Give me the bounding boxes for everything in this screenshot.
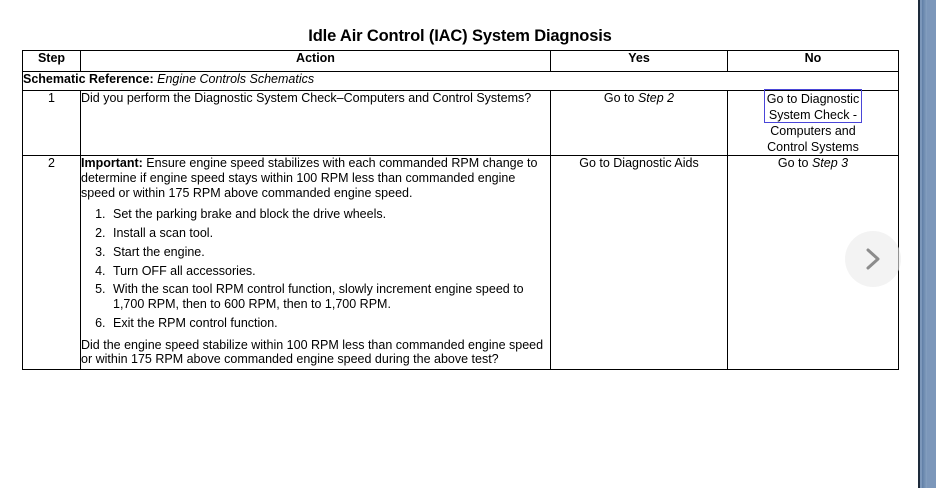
schematic-reference-label: Schematic Reference: xyxy=(23,72,154,86)
important-note: Important: Ensure engine speed stabilize… xyxy=(81,156,550,200)
schematic-reference-row: Schematic Reference: Engine Controls Sch… xyxy=(22,71,899,91)
table-header-row: Step Action Yes No xyxy=(22,50,899,72)
schematic-reference-value: Engine Controls Schematics xyxy=(157,72,315,86)
no-line-2: System Check - xyxy=(768,108,858,122)
step-action-cell: Did you perform the Diagnostic System Ch… xyxy=(80,90,551,156)
step-number: 2 xyxy=(22,155,81,370)
list-item: Start the engine. xyxy=(109,245,550,260)
important-label: Important: xyxy=(81,156,143,170)
step-yes-cell[interactable]: Go to Step 2 xyxy=(550,90,728,156)
page-title: Idle Air Control (IAC) System Diagnosis xyxy=(308,27,612,45)
important-text: Ensure engine speed stabilizes with each… xyxy=(81,156,538,200)
chevron-right-icon xyxy=(862,246,884,272)
column-header-step: Step xyxy=(22,50,81,72)
yes-target: Step 2 xyxy=(637,91,675,105)
step-no-cell[interactable]: Go to Diagnostic System Check - Computer… xyxy=(727,89,899,156)
no-prefix: Go to xyxy=(777,156,812,170)
table-row: 1 Did you perform the Diagnostic System … xyxy=(22,89,899,156)
list-item: Set the parking brake and block the driv… xyxy=(109,207,550,222)
list-item: With the scan tool RPM control function,… xyxy=(109,282,550,312)
column-header-no: No xyxy=(727,50,899,72)
no-line-1-italic: Diagnostic xyxy=(800,92,860,106)
list-item: Install a scan tool. xyxy=(109,226,550,241)
no-line-3: Computers and xyxy=(770,124,856,138)
list-item: Exit the RPM control function. xyxy=(109,316,550,331)
step-number: 1 xyxy=(22,90,81,156)
diagnostic-table: Step Action Yes No Schematic Reference: … xyxy=(22,50,899,370)
column-header-yes: Yes xyxy=(550,50,728,72)
yes-prefix: Go to xyxy=(603,91,638,105)
step-action-text: Did you perform the Diagnostic System Ch… xyxy=(81,91,532,105)
procedure-list: Set the parking brake and block the driv… xyxy=(81,207,550,330)
yes-prefix: Go to Diagnostic Aids xyxy=(579,156,699,170)
closing-question: Did the engine speed stabilize within 10… xyxy=(81,337,544,367)
no-target: Step 3 xyxy=(811,156,849,170)
gutter-sheen xyxy=(922,0,927,488)
list-item: Turn OFF all accessories. xyxy=(109,264,550,279)
no-line-4: Control Systems xyxy=(767,140,859,154)
table-row: 2 Important: Ensure engine speed stabili… xyxy=(22,155,899,370)
step-action-cell: Important: Ensure engine speed stabilize… xyxy=(80,155,551,370)
next-page-button[interactable] xyxy=(845,231,901,287)
column-header-action: Action xyxy=(80,50,551,72)
schematic-reference-cell: Schematic Reference: Engine Controls Sch… xyxy=(22,71,899,91)
step-yes-cell[interactable]: Go to Diagnostic Aids xyxy=(550,155,728,370)
no-line-1-prefix: Go to xyxy=(766,92,801,106)
viewer-right-gutter xyxy=(918,0,936,488)
no-target-link[interactable]: Go to Diagnostic System Check - Computer… xyxy=(763,89,863,155)
